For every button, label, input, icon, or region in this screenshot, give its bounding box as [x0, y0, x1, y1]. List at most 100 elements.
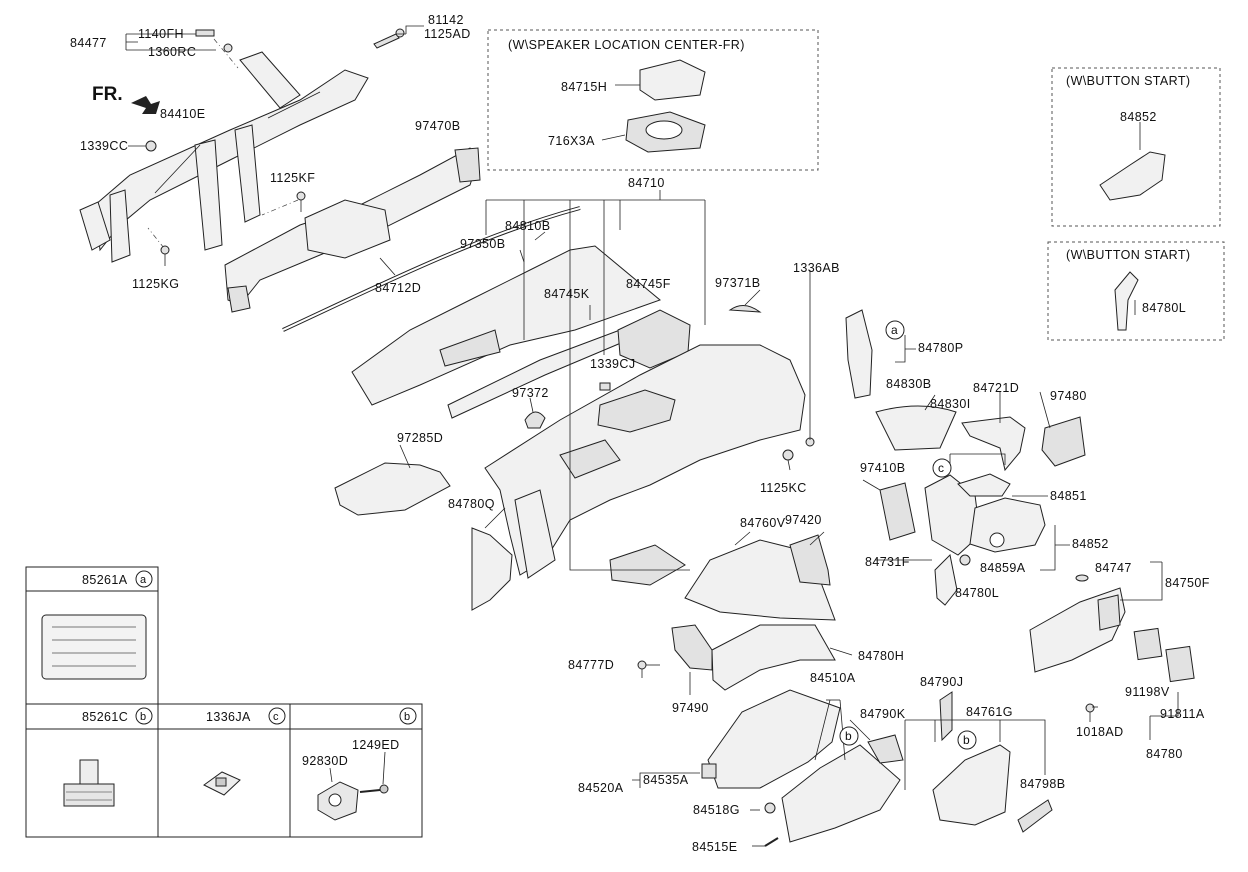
vent-97420: [789, 534, 831, 586]
part-label-84851: 84851: [1050, 489, 1087, 503]
part-label-84780L-inset: 84780L: [1142, 301, 1186, 315]
bolt-1125KF: [296, 191, 306, 212]
part-label-84780Q: 84780Q: [448, 497, 495, 511]
strip-84712D: [282, 206, 581, 332]
part-label-84745F: 84745F: [626, 277, 671, 291]
clip-84747: [1075, 574, 1089, 582]
legend-letter-b: b: [140, 711, 146, 723]
side-trim-84780P: [845, 309, 873, 399]
side-cover-84780L: [934, 553, 958, 606]
legend-table: 85261A a 85261C b 1336JA c b: [25, 566, 423, 838]
callout-letter-b-glovebox: b: [845, 729, 852, 743]
part-label-84710: 84710: [628, 176, 665, 190]
bolt-1125KG: [160, 245, 170, 266]
tray-97285D: [334, 462, 451, 516]
part-label-84780: 84780: [1146, 747, 1183, 761]
nut-1360RC: [223, 43, 233, 53]
part-labels: 84477 1140FH 1360RC 81142 1125AD 84410E …: [70, 13, 1209, 854]
part-label-84810B: 84810B: [505, 219, 551, 233]
label-sticker-icon: [41, 614, 147, 680]
bracket-84760V-area: [609, 544, 686, 586]
inset-button-start-2: (W\BUTTON START) 84780L: [1047, 241, 1225, 341]
damper-84790K: [867, 734, 904, 764]
part-label-1339CC: 1339CC: [80, 139, 128, 153]
part-label-1125KF: 1125KF: [270, 171, 315, 185]
legend-code-1336JA: 1336JA: [206, 710, 251, 724]
legend-code-92830D: 92830D: [302, 754, 348, 768]
glove-box-lower-84515E: [781, 744, 901, 843]
callout-letter-c: c: [938, 461, 944, 475]
callout-b-84761G: b: [957, 730, 977, 750]
vent-97490: [671, 624, 713, 671]
legend-letter-c: c: [273, 711, 279, 723]
part-label-1125KG: 1125KG: [132, 277, 179, 291]
part-label-97480: 97480: [1050, 389, 1087, 403]
callout-c-84830I: c: [932, 458, 952, 478]
part-label-91198V: 91198V: [1125, 685, 1170, 699]
part-label-84780H: 84780H: [858, 649, 904, 663]
part-label-84859A: 84859A: [980, 561, 1026, 575]
part-label-1125AD-top: 1125AD: [424, 27, 471, 41]
cover-84830I: [957, 473, 1011, 497]
part-label-84798B: 84798B: [1020, 777, 1066, 791]
vent-97410B: [879, 482, 916, 541]
part-label-84410E: 84410E: [160, 107, 206, 121]
glove-box-84510A: [707, 689, 841, 789]
part-label-84760V: 84760V: [740, 516, 786, 530]
part-label-97371B: 97371B: [715, 276, 761, 290]
clip-84859A: [959, 554, 971, 566]
inset-button-start-1-title: (W\BUTTON START): [1066, 74, 1190, 88]
part-label-84830B: 84830B: [886, 377, 932, 391]
damper-assembly-icon: [317, 751, 389, 821]
part-label-1125KC: 1125KC: [760, 481, 807, 495]
latch-84535A: [701, 763, 717, 779]
garnish-84721D: [961, 416, 1026, 472]
part-label-1339CJ: 1339CJ: [590, 357, 636, 371]
pad-91811A: [1165, 645, 1195, 683]
bracket-84790J: [939, 691, 953, 742]
duct-97470B: [224, 147, 481, 313]
part-label-84747: 84747: [1095, 561, 1132, 575]
nut-1339CC: [145, 140, 157, 152]
part-label-97285D: 97285D: [397, 431, 443, 445]
part-label-84515E: 84515E: [692, 840, 738, 854]
inset-speaker-title: (W\SPEAKER LOCATION CENTER-FR): [508, 38, 745, 52]
upper-panel-84810B: [351, 245, 661, 406]
legend-letter-b-damper: b: [404, 711, 410, 723]
part-label-97420: 97420: [785, 513, 822, 527]
callout-b-glovebox: b: [839, 726, 859, 746]
stop-84518G: [764, 802, 776, 814]
cover-84798B: [1017, 799, 1053, 833]
part-label-97372: 97372: [512, 386, 549, 400]
part-label-84761G: 84761G: [966, 705, 1013, 719]
front-indicator: FR.: [92, 84, 123, 105]
clip-1339CJ: [599, 382, 611, 391]
side-cover-84780Q: [471, 527, 513, 611]
vent-cap-97372: [524, 411, 546, 429]
part-label-716X3A: 716X3A: [548, 134, 595, 148]
part-label-84535A: 84535A: [643, 773, 689, 787]
part-label-84790J: 84790J: [920, 675, 963, 689]
part-label-84830I: 84830I: [930, 397, 971, 411]
part-label-84721D: 84721D: [973, 381, 1019, 395]
part-label-1360RC: 1360RC: [148, 45, 196, 59]
part-label-91811A: 91811A: [1160, 707, 1205, 721]
vent-97480: [1041, 416, 1086, 467]
part-label-97470B: 97470B: [415, 119, 461, 133]
part-label-84520A: 84520A: [578, 781, 624, 795]
callout-a-84780P: a: [885, 320, 905, 340]
part-label-97490: 97490: [672, 701, 709, 715]
part-label-84852-inset: 84852: [1120, 110, 1157, 124]
arrow-fr: [131, 96, 160, 114]
part-label-1018AD: 1018AD: [1076, 725, 1124, 739]
inset-button-start-2-title: (W\BUTTON START): [1066, 248, 1190, 262]
legend-code-1249ED: 1249ED: [352, 738, 400, 752]
part-label-84510A: 84510A: [810, 671, 856, 685]
part-label-84715H: 84715H: [561, 80, 607, 94]
part-label-84712D: 84712D: [375, 281, 421, 295]
inset-speaker-location: (W\SPEAKER LOCATION CENTER-FR) 84715H 71…: [487, 29, 819, 171]
part-label-1140FH: 1140FH: [138, 27, 184, 41]
lower-panel-84761G: [932, 744, 1011, 826]
pad-91198V: [1133, 627, 1163, 661]
